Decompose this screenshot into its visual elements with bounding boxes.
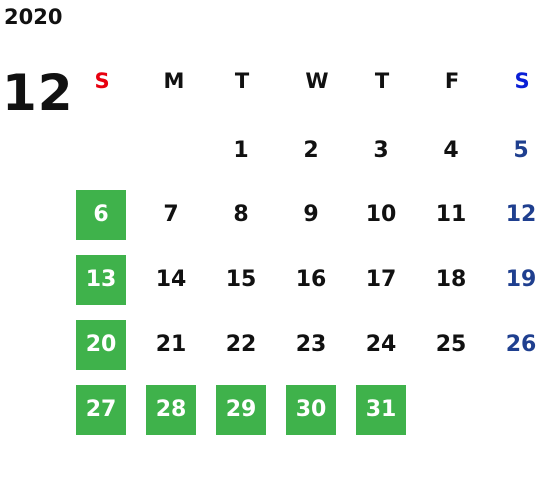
day-cell-24[interactable]: 24: [365, 332, 397, 357]
weekday-header-fri: F: [444, 69, 460, 93]
year-label: 2020: [4, 5, 63, 29]
weekday-header-sun: S: [94, 69, 110, 93]
day-cell-25[interactable]: 25: [435, 332, 467, 357]
day-cell-21[interactable]: 21: [155, 332, 187, 357]
day-cell-15[interactable]: 15: [225, 267, 257, 292]
day-cell-28[interactable]: 28: [146, 385, 196, 435]
weekday-header-mon: M: [163, 69, 185, 93]
day-cell-12[interactable]: 12: [505, 202, 537, 227]
day-cell-2[interactable]: 2: [303, 138, 319, 163]
day-cell-27[interactable]: 27: [76, 385, 126, 435]
day-cell-30[interactable]: 30: [286, 385, 336, 435]
day-cell-18[interactable]: 18: [435, 267, 467, 292]
day-cell-3[interactable]: 3: [373, 138, 389, 163]
weekday-header-sat: S: [514, 69, 530, 93]
day-cell-23[interactable]: 23: [295, 332, 327, 357]
day-cell-10[interactable]: 10: [365, 202, 397, 227]
day-cell-29[interactable]: 29: [216, 385, 266, 435]
day-cell-26[interactable]: 26: [505, 332, 537, 357]
day-cell-17[interactable]: 17: [365, 267, 397, 292]
day-cell-22[interactable]: 22: [225, 332, 257, 357]
day-cell-19[interactable]: 19: [505, 267, 537, 292]
weekday-header-wed: W: [305, 69, 329, 93]
weekday-header-thu: T: [374, 69, 390, 93]
weekday-header-tue: T: [234, 69, 250, 93]
day-cell-11[interactable]: 11: [435, 202, 467, 227]
day-cell-14[interactable]: 14: [155, 267, 187, 292]
day-cell-7[interactable]: 7: [163, 202, 179, 227]
day-cell-16[interactable]: 16: [295, 267, 327, 292]
day-cell-6[interactable]: 6: [76, 190, 126, 240]
day-cell-1[interactable]: 1: [233, 138, 249, 163]
day-cell-4[interactable]: 4: [443, 138, 459, 163]
day-cell-9[interactable]: 9: [303, 202, 319, 227]
month-number: 12: [2, 64, 74, 122]
day-cell-5[interactable]: 5: [513, 138, 529, 163]
day-cell-20[interactable]: 20: [76, 320, 126, 370]
day-cell-31[interactable]: 31: [356, 385, 406, 435]
day-cell-13[interactable]: 13: [76, 255, 126, 305]
day-cell-8[interactable]: 8: [233, 202, 249, 227]
